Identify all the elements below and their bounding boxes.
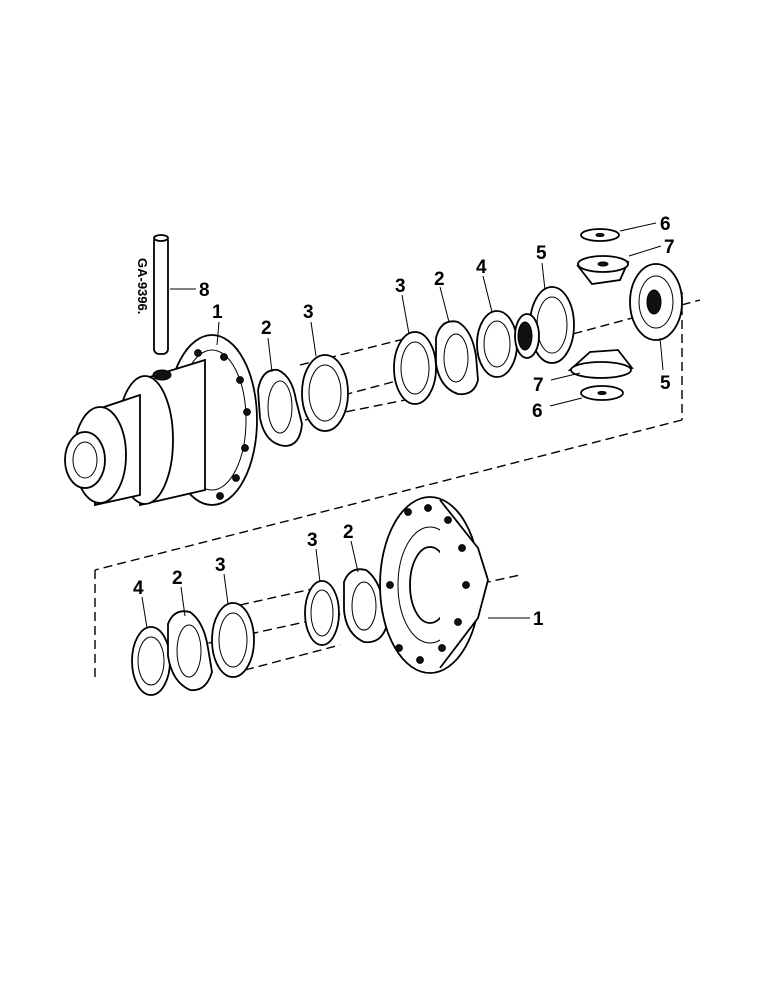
callout-3-upper-b: 3 bbox=[395, 276, 406, 297]
callout-1-lower: 1 bbox=[533, 609, 544, 630]
callout-6-upper: 6 bbox=[660, 214, 671, 235]
callout-7-upper: 7 bbox=[664, 237, 675, 258]
callout-8: 8 bbox=[199, 280, 210, 301]
callout-4-lower: 4 bbox=[133, 578, 144, 599]
callout-3-upper-a: 3 bbox=[303, 302, 314, 323]
disc-2-lower-a bbox=[167, 610, 213, 692]
callout-2-lower-a: 2 bbox=[172, 568, 183, 589]
callout-4-upper: 4 bbox=[476, 257, 487, 278]
callout-labels: 1 2 3 3 2 4 5 6 7 7 6 5 8 4 2 3 3 2 1 bbox=[133, 214, 675, 630]
callout-3-lower-a: 3 bbox=[215, 555, 226, 576]
side-gear-upper bbox=[514, 286, 575, 364]
callout-2-upper-b: 2 bbox=[434, 269, 445, 290]
disc-4-upper bbox=[476, 310, 518, 378]
disc-4-lower bbox=[131, 626, 171, 696]
thrust-washer-bottom bbox=[580, 385, 624, 401]
callout-5-right: 5 bbox=[660, 373, 671, 394]
leader-lines bbox=[141, 222, 664, 629]
callout-7-lower: 7 bbox=[533, 375, 544, 396]
callout-6-lower: 6 bbox=[532, 401, 543, 422]
disc-2-upper-a bbox=[257, 368, 303, 447]
drawing-code: GA-9396. bbox=[135, 258, 150, 314]
side-gear-right bbox=[629, 263, 683, 341]
differential-case-upper bbox=[64, 334, 258, 507]
pinion-gear-top bbox=[576, 255, 630, 285]
disc-2-upper-b bbox=[435, 320, 479, 396]
callout-2-lower-b: 2 bbox=[343, 522, 354, 543]
pinion-gear-bottom bbox=[567, 349, 634, 379]
disc-3-upper-a bbox=[301, 354, 349, 432]
disc-3-upper-b bbox=[393, 331, 437, 405]
differential-case-lower bbox=[379, 496, 489, 674]
callout-1-upper: 1 bbox=[212, 302, 223, 323]
pin-part bbox=[153, 234, 169, 355]
flange-bolt-holes-upper bbox=[194, 349, 251, 500]
callout-5-upper: 5 bbox=[536, 243, 547, 264]
flange-bolt-holes-lower bbox=[386, 504, 470, 664]
thrust-washer-top bbox=[580, 228, 620, 242]
disc-3-lower-a bbox=[211, 602, 255, 678]
callout-3-lower-b: 3 bbox=[307, 530, 318, 551]
callout-2-upper-a: 2 bbox=[261, 318, 272, 339]
assembly-boundary bbox=[94, 292, 683, 680]
disc-3-lower-b bbox=[304, 580, 340, 646]
